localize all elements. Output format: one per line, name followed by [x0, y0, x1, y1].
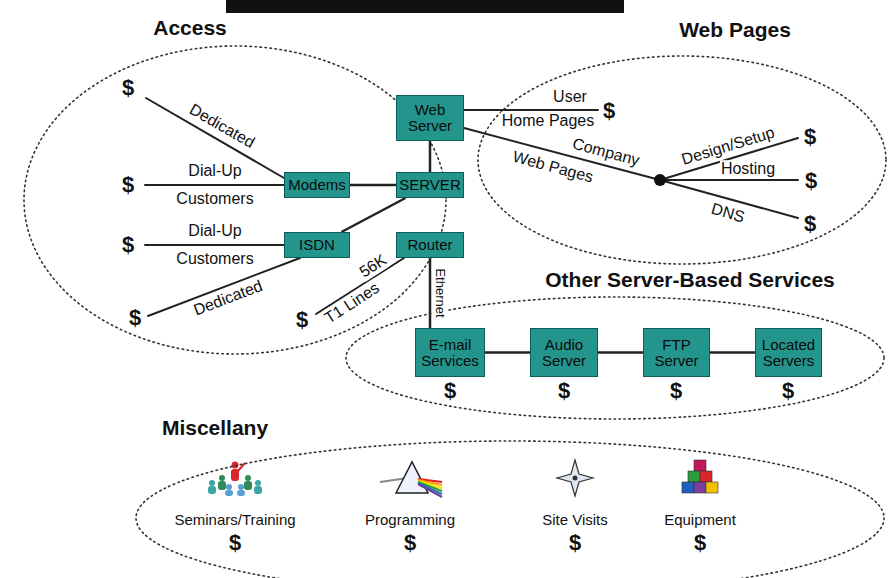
line-label: Home Pages — [501, 112, 596, 130]
connector-line — [341, 198, 405, 232]
revenue-mark: $ — [693, 531, 707, 555]
connector-line — [710, 351, 755, 354]
region-outline — [478, 56, 886, 264]
connector-line — [350, 184, 396, 187]
box-label: FTP Server — [647, 337, 706, 369]
revenue-line — [145, 244, 284, 246]
device-box: Router — [396, 232, 464, 258]
region-heading: Web Pages — [679, 18, 791, 42]
server-box: SERVER — [396, 172, 464, 198]
region-heading: Miscellany — [162, 416, 268, 440]
prism-icon — [380, 462, 442, 497]
connector-line — [429, 258, 432, 328]
revenue-mark: $ — [557, 379, 571, 403]
revenue-mark: $ — [121, 173, 135, 197]
revenue-mark: $ — [228, 531, 242, 555]
title-bar — [226, 0, 624, 13]
device-box: Modems — [284, 172, 350, 198]
region-outline — [346, 297, 884, 419]
box-label: Web Server — [400, 102, 460, 134]
revenue-mark: $ — [128, 306, 142, 330]
revenue-mark: $ — [443, 379, 457, 403]
revenue-mark: $ — [403, 531, 417, 555]
line-label: Dial-Up — [187, 162, 242, 180]
connector-line — [485, 351, 530, 354]
line-label: Dedicated — [186, 100, 259, 152]
box-label: ISDN — [299, 237, 335, 253]
junction-dot — [654, 174, 666, 186]
box-label: Modems — [288, 177, 346, 193]
box-label: SERVER — [399, 177, 460, 193]
services-region: Other Server-Based ServicesE-mail Servic… — [345, 296, 885, 420]
box-label: Router — [407, 237, 452, 253]
connector-label: Ethernet — [433, 267, 447, 318]
line-label: 56K — [355, 250, 390, 281]
server-box: Web Server — [396, 95, 464, 141]
line-label: Equipment — [663, 512, 737, 529]
revenue-mark: $ — [669, 379, 683, 403]
revenue-mark: $ — [121, 76, 135, 100]
region-heading: Access — [153, 16, 227, 40]
line-label: Seminars/Training — [173, 512, 296, 529]
service-box: Audio Server — [530, 328, 598, 377]
box-label: E-mail Services — [419, 337, 481, 369]
revenue-mark: $ — [803, 212, 817, 236]
connector-line — [429, 141, 432, 172]
connector-line — [598, 351, 643, 354]
seminar-icon — [208, 462, 262, 497]
blocks-icon — [682, 460, 718, 493]
line-label: Dedicated — [190, 277, 265, 320]
miscellany-region: Miscellany — [135, 440, 885, 578]
revenue-mark: $ — [602, 99, 616, 123]
line-label: Dial-Up — [187, 222, 242, 240]
line-label: DNS — [708, 200, 747, 227]
line-label: User — [552, 88, 588, 106]
line-label: Programming — [364, 512, 456, 529]
revenue-line — [660, 179, 798, 181]
compass-icon — [557, 460, 593, 496]
service-box: FTP Server — [643, 328, 710, 377]
revenue-mark: $ — [121, 233, 135, 257]
revenue-mark: $ — [803, 125, 817, 149]
revenue-mark: $ — [568, 531, 582, 555]
service-box: Located Servers — [755, 328, 822, 377]
line-label: Customers — [175, 190, 254, 208]
line-label: T1 Lines — [321, 278, 384, 327]
box-label: Located Servers — [759, 337, 818, 369]
region-outline — [136, 441, 884, 578]
revenue-mark: $ — [804, 169, 818, 193]
line-label: Hosting — [720, 160, 776, 178]
region-outline — [24, 46, 446, 354]
revenue-mark: $ — [781, 379, 795, 403]
revenue-line — [464, 109, 598, 111]
service-box: E-mail Services — [415, 328, 485, 377]
revenue-mark: $ — [295, 308, 309, 332]
line-label: Site Visits — [541, 512, 609, 529]
revenue-line — [145, 184, 284, 186]
region-heading: Other Server-Based Services — [545, 268, 835, 292]
device-box: ISDN — [284, 232, 350, 258]
line-label: Customers — [175, 250, 254, 268]
dotted-ellipse — [135, 440, 885, 578]
box-label: Audio Server — [534, 337, 594, 369]
